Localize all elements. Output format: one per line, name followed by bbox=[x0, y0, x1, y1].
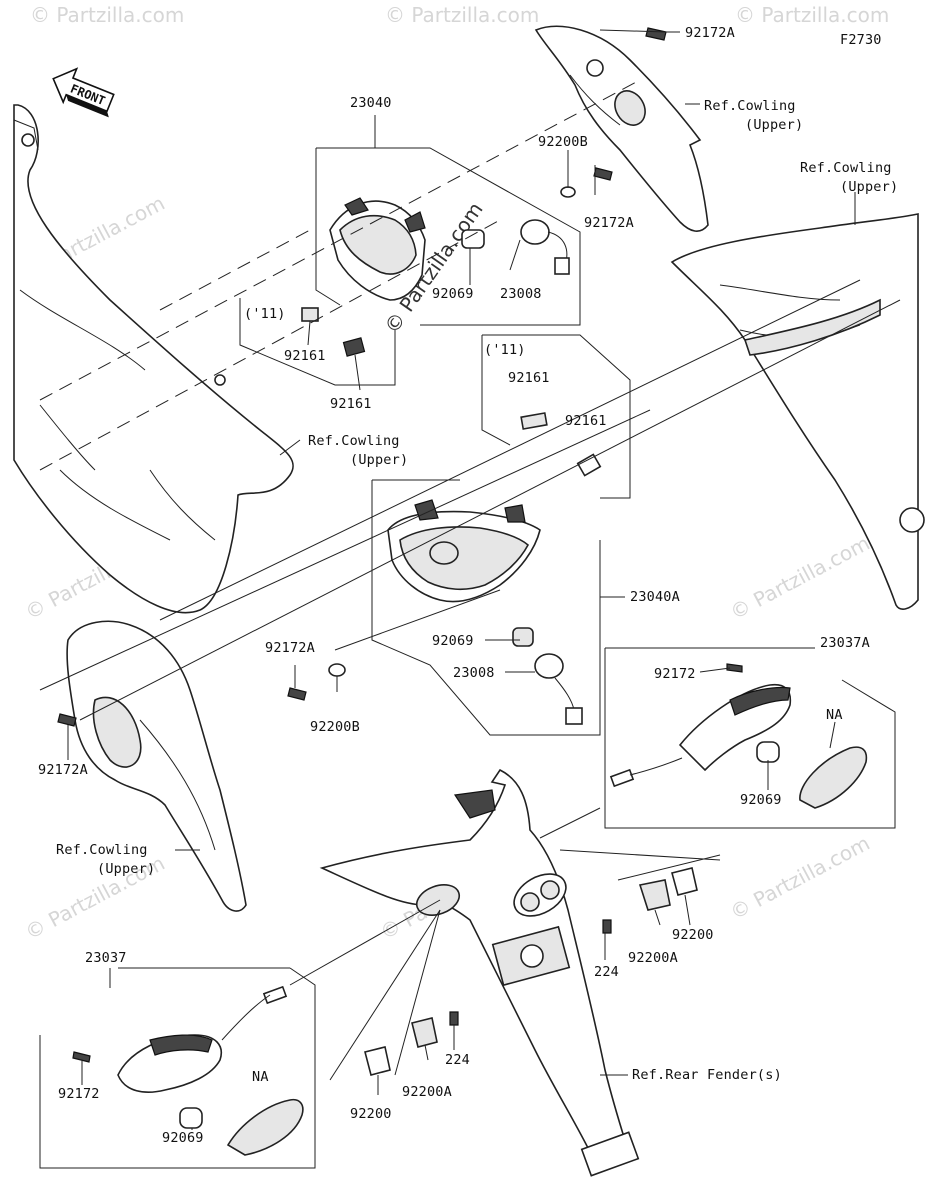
label-92172A: 92172A bbox=[38, 762, 88, 778]
label-year-11: ('11) bbox=[244, 306, 286, 322]
label-92069: 92069 bbox=[162, 1130, 204, 1146]
leader-lines bbox=[39, 29, 901, 1169]
label-ref-cowling: Ref.Cowling bbox=[308, 433, 400, 449]
watermark: © Partzilla.com bbox=[735, 3, 889, 27]
bracket-92200A-right bbox=[638, 879, 671, 911]
label-92161: 92161 bbox=[565, 413, 607, 429]
label-23037A: 23037A bbox=[820, 635, 870, 651]
socket-23008-mid bbox=[534, 653, 583, 725]
screw-92172A-far bbox=[57, 713, 77, 727]
bracket-92200A-left bbox=[411, 1017, 438, 1048]
label-92200A: 92200A bbox=[628, 950, 678, 966]
front-arrow-icon: FRONT bbox=[52, 67, 115, 118]
watermark: © Partzilla.com bbox=[726, 831, 874, 925]
label-92161: 92161 bbox=[330, 396, 372, 412]
socket-23008-top bbox=[520, 219, 570, 275]
label-ref-cowling-sub: (Upper) bbox=[97, 861, 155, 877]
watermark: © Partzilla.com bbox=[726, 531, 874, 625]
screw-92172A-top bbox=[645, 27, 667, 41]
lens-NA-left bbox=[226, 1098, 304, 1156]
washer-92200B-left bbox=[328, 663, 346, 677]
label-23040A: 23040A bbox=[630, 589, 680, 605]
label-92161: 92161 bbox=[284, 348, 326, 364]
label-ref-cowling-sub: (Upper) bbox=[745, 117, 803, 133]
upper-cowling-right-top bbox=[534, 25, 709, 232]
screw-92172A-mid bbox=[593, 167, 613, 181]
label-224: 224 bbox=[594, 964, 619, 980]
label-92172A: 92172A bbox=[584, 215, 634, 231]
label-23037: 23037 bbox=[85, 950, 127, 966]
label-92200B: 92200B bbox=[538, 134, 588, 150]
bulb-92069-right bbox=[756, 741, 780, 763]
watermark: © Partzilla.com bbox=[30, 3, 184, 27]
tail-lamp-23040A bbox=[387, 499, 541, 603]
bolt-224-right bbox=[602, 919, 612, 934]
pad-92161-d bbox=[576, 453, 602, 477]
left-upper-cowling bbox=[13, 104, 294, 614]
tail-lamp-23040 bbox=[329, 197, 426, 301]
label-ref-cowling-sub: (Upper) bbox=[350, 452, 408, 468]
label-92172: 92172 bbox=[654, 666, 696, 682]
pad-92161-b bbox=[342, 337, 366, 357]
label-92200A: 92200A bbox=[402, 1084, 452, 1100]
label-224: 224 bbox=[445, 1052, 470, 1068]
lens-NA-right bbox=[799, 746, 868, 809]
rear-fender-bracket bbox=[319, 768, 640, 1177]
label-92069: 92069 bbox=[432, 286, 474, 302]
label-ref-cowling: Ref.Cowling bbox=[56, 842, 148, 858]
label-23008: 23008 bbox=[453, 665, 495, 681]
label-92069: 92069 bbox=[740, 792, 782, 808]
label-year-11: ('11) bbox=[484, 342, 526, 358]
label-92200: 92200 bbox=[350, 1106, 392, 1122]
label-23040: 23040 bbox=[350, 95, 392, 111]
washer-92200B-top bbox=[560, 186, 576, 198]
bolt-224-left bbox=[449, 1011, 459, 1026]
label-ref-cowling-sub: (Upper) bbox=[840, 179, 898, 195]
label-92200B: 92200B bbox=[310, 719, 360, 735]
turn-signal-23037 bbox=[117, 985, 288, 1093]
watermark: © Partzilla.com bbox=[385, 3, 539, 27]
label-92161: 92161 bbox=[508, 370, 550, 386]
bulb-92069-mid bbox=[512, 627, 534, 647]
figure-code: F2730 bbox=[840, 32, 882, 48]
label-92069: 92069 bbox=[432, 633, 474, 649]
label-ref-cowling: Ref.Cowling bbox=[800, 160, 892, 176]
label-ref-rear-fender: Ref.Rear Fender(s) bbox=[632, 1067, 782, 1083]
label-na: NA bbox=[252, 1069, 269, 1085]
label-ref-cowling: Ref.Cowling bbox=[704, 98, 796, 114]
bulb-92069-top bbox=[461, 229, 485, 249]
label-23008: 23008 bbox=[500, 286, 542, 302]
plate-92200-left bbox=[364, 1046, 391, 1076]
lower-left-cowling bbox=[66, 620, 247, 912]
right-upper-cowling bbox=[670, 213, 925, 610]
bulb-92069-left bbox=[179, 1107, 203, 1129]
screw-92172A-left bbox=[287, 687, 307, 701]
label-92172A: 92172A bbox=[685, 25, 735, 41]
part-labels: F2730 92172A Ref.Cowling (Upper) Ref.Cow… bbox=[38, 25, 898, 1146]
screw-92172-left bbox=[72, 1051, 91, 1063]
label-na: NA bbox=[826, 707, 843, 723]
pad-92161-a bbox=[301, 307, 319, 322]
label-92200: 92200 bbox=[672, 927, 714, 943]
turn-signal-23037A bbox=[609, 683, 792, 788]
label-92172: 92172 bbox=[58, 1086, 100, 1102]
pad-92161-c bbox=[520, 412, 548, 430]
label-92172A: 92172A bbox=[265, 640, 315, 656]
plate-92200-right bbox=[671, 867, 698, 896]
